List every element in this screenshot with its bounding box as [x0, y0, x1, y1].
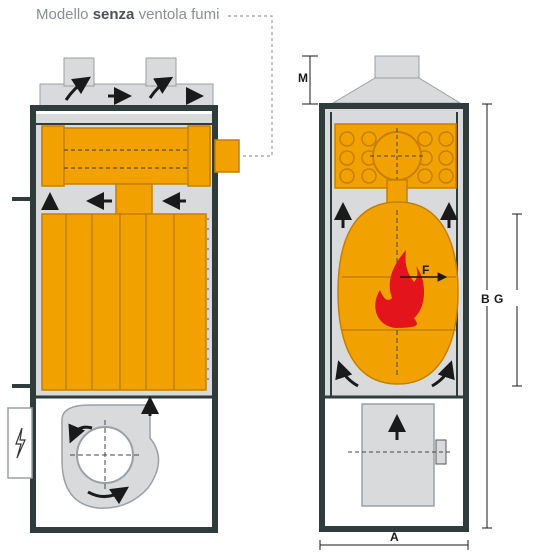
flue-collar: [374, 55, 420, 79]
dim-label-bg: [473, 290, 529, 306]
burner-housing: [361, 403, 435, 507]
dim-label-b: B: [481, 292, 490, 306]
bracket-bottom: [12, 384, 34, 388]
model-caption: Modello senza ventola fumi: [36, 6, 219, 23]
combustion-chamber: [41, 213, 207, 391]
dim-label-f: F: [422, 263, 429, 277]
dim-label-m: M: [298, 71, 308, 85]
electrical-panel: [7, 407, 33, 479]
arrow-icon: [41, 76, 204, 505]
dim-b-lines: [482, 103, 492, 529]
dim-label-g: G: [494, 292, 503, 306]
arrow-icon: [334, 202, 458, 440]
flue-outlet: [214, 139, 240, 173]
connection-tube: [115, 183, 153, 215]
chamber-fins: [65, 214, 175, 390]
dim-label-a: A: [390, 530, 399, 544]
top-hood: [331, 77, 462, 104]
top-outlet-right: [145, 57, 177, 87]
dim-m-lines: [302, 55, 318, 105]
caption-emphasis: senza: [92, 6, 135, 23]
flame-icon: [375, 250, 425, 328]
flue-exchanger: [41, 127, 211, 185]
caption-leader-line: [228, 15, 273, 157]
dim-a-lines: [319, 540, 469, 550]
top-outlet-left: [63, 57, 95, 87]
flue-cap-right: [187, 125, 211, 187]
caption-suffix: ventola fumi: [134, 6, 220, 23]
side-view: [7, 57, 240, 533]
caption-prefix: Modello: [36, 6, 93, 23]
lightning-icon: [15, 427, 26, 459]
flue-cap-left: [41, 125, 65, 187]
front-view: F M: [298, 55, 529, 550]
tube-ring-circles: [339, 131, 454, 184]
neck-tube: [386, 179, 408, 205]
bracket-top: [12, 197, 34, 201]
